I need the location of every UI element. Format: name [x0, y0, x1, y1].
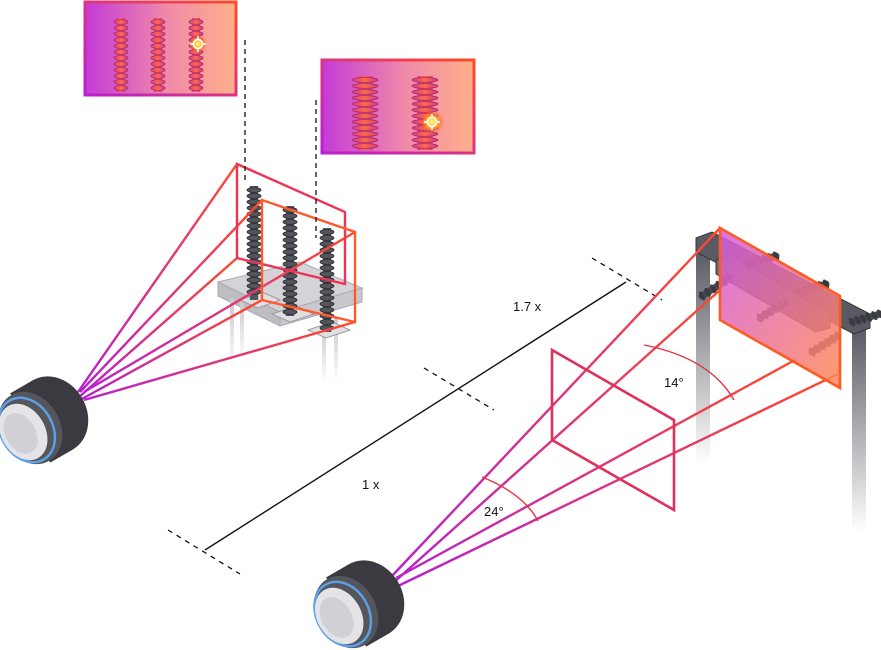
insulator	[150, 18, 166, 92]
right-scene: 24° 14°	[313, 225, 881, 649]
insulator	[282, 206, 298, 316]
narrow-fov-frame	[718, 225, 842, 391]
crosshair-target-icon	[190, 36, 206, 52]
angle-wide-label: 24°	[484, 504, 504, 519]
crosshair-target-icon	[424, 114, 440, 130]
left-fov-frames	[235, 162, 357, 324]
angle-arcs	[481, 344, 735, 522]
distance-far-label: 1.7 x	[513, 299, 542, 314]
wide-fov-frame	[550, 347, 676, 513]
bushing	[848, 309, 881, 327]
thermal-inset-zoomed	[320, 58, 476, 155]
thermal-camera-icon	[0, 376, 89, 465]
thermal-inset-wide	[83, 0, 238, 97]
thermal-camera-icon	[313, 560, 405, 649]
insulator	[113, 18, 129, 92]
leader-lines	[244, 40, 317, 238]
right-camera-rays	[391, 227, 839, 588]
insulator	[351, 76, 379, 150]
left-camera-rays	[77, 163, 356, 402]
distance-axis: 1.7 x 1 x	[167, 257, 663, 575]
left-scene	[0, 0, 476, 465]
angle-narrow-label: 14°	[664, 375, 684, 390]
distance-near-label: 1 x	[362, 477, 380, 492]
